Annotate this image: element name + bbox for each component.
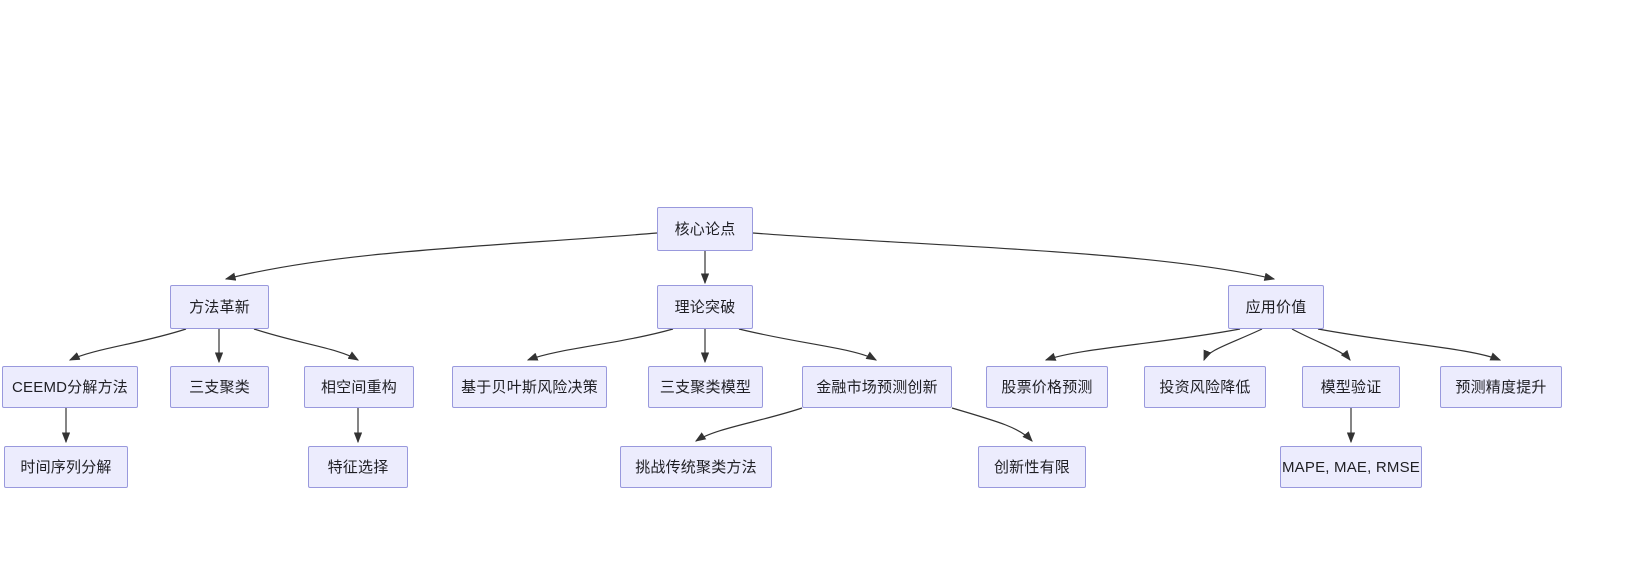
- flow-edge: [224, 232, 658, 281]
- flow-node-label: 挑战传统聚类方法: [635, 458, 757, 476]
- flow-edge: [951, 407, 1033, 442]
- flow-node-label: 预测精度提升: [1455, 378, 1547, 396]
- flow-node-challenge[interactable]: 挑战传统聚类方法: [620, 446, 772, 488]
- flow-edge: [1044, 328, 1241, 361]
- flow-node-value[interactable]: 应用价值: [1228, 285, 1324, 329]
- flow-node-tsd[interactable]: 时间序列分解: [4, 446, 128, 488]
- flow-node-label: 特征选择: [327, 458, 389, 476]
- flow-node-tri[interactable]: 三支聚类: [170, 366, 269, 408]
- flow-node-bayes[interactable]: 基于贝叶斯风险决策: [452, 366, 607, 408]
- flow-edge: [738, 328, 878, 361]
- flow-edge: [68, 328, 187, 361]
- flow-node-label: 应用价值: [1245, 298, 1307, 316]
- flow-node-label: 方法革新: [189, 298, 250, 316]
- flow-node-label: 创新性有限: [993, 458, 1070, 476]
- flow-edge: [1291, 328, 1351, 361]
- flow-node-accuracy[interactable]: 预测精度提升: [1440, 366, 1562, 408]
- flow-node-method[interactable]: 方法革新: [170, 285, 269, 329]
- flow-node-metrics[interactable]: MAPE, MAE, RMSE: [1280, 446, 1422, 488]
- flow-node-label: 股票价格预测: [1001, 378, 1093, 396]
- flow-node-label: MAPE, MAE, RMSE: [1281, 458, 1421, 476]
- flow-node-label: 投资风险降低: [1159, 378, 1251, 396]
- flow-node-ceemd[interactable]: CEEMD分解方法: [2, 366, 138, 408]
- flow-node-validate[interactable]: 模型验证: [1302, 366, 1400, 408]
- flow-edge: [1203, 328, 1263, 362]
- flow-edge: [1317, 328, 1502, 361]
- flow-edge: [253, 328, 360, 361]
- flow-node-label: 模型验证: [1320, 378, 1382, 396]
- flow-node-label: 理论突破: [674, 298, 736, 316]
- flow-node-limited[interactable]: 创新性有限: [978, 446, 1086, 488]
- flow-node-feature[interactable]: 特征选择: [308, 446, 408, 488]
- flow-node-label: 相空间重构: [320, 378, 397, 396]
- flow-node-label: 基于贝叶斯风险决策: [461, 378, 598, 396]
- flow-edge: [694, 407, 803, 442]
- flow-node-label: 三支聚类模型: [659, 378, 752, 396]
- edges-group: [61, 232, 1502, 444]
- flow-node-trimodel[interactable]: 三支聚类模型: [648, 366, 763, 408]
- flow-node-theory[interactable]: 理论突破: [657, 285, 753, 329]
- flow-node-label: 时间序列分解: [20, 458, 112, 476]
- flow-node-phase[interactable]: 相空间重构: [304, 366, 414, 408]
- flow-node-label: 金融市场预测创新: [816, 378, 938, 396]
- flow-node-core[interactable]: 核心论点: [657, 207, 753, 251]
- flow-node-stock[interactable]: 股票价格预测: [986, 366, 1108, 408]
- flow-node-label: CEEMD分解方法: [12, 378, 128, 396]
- flow-node-label: 三支聚类: [189, 378, 250, 396]
- flow-node-risk[interactable]: 投资风险降低: [1144, 366, 1266, 408]
- flow-node-finance[interactable]: 金融市场预测创新: [802, 366, 952, 408]
- flow-edge: [526, 328, 674, 361]
- flow-node-label: 核心论点: [674, 220, 736, 238]
- flow-edge: [752, 232, 1276, 281]
